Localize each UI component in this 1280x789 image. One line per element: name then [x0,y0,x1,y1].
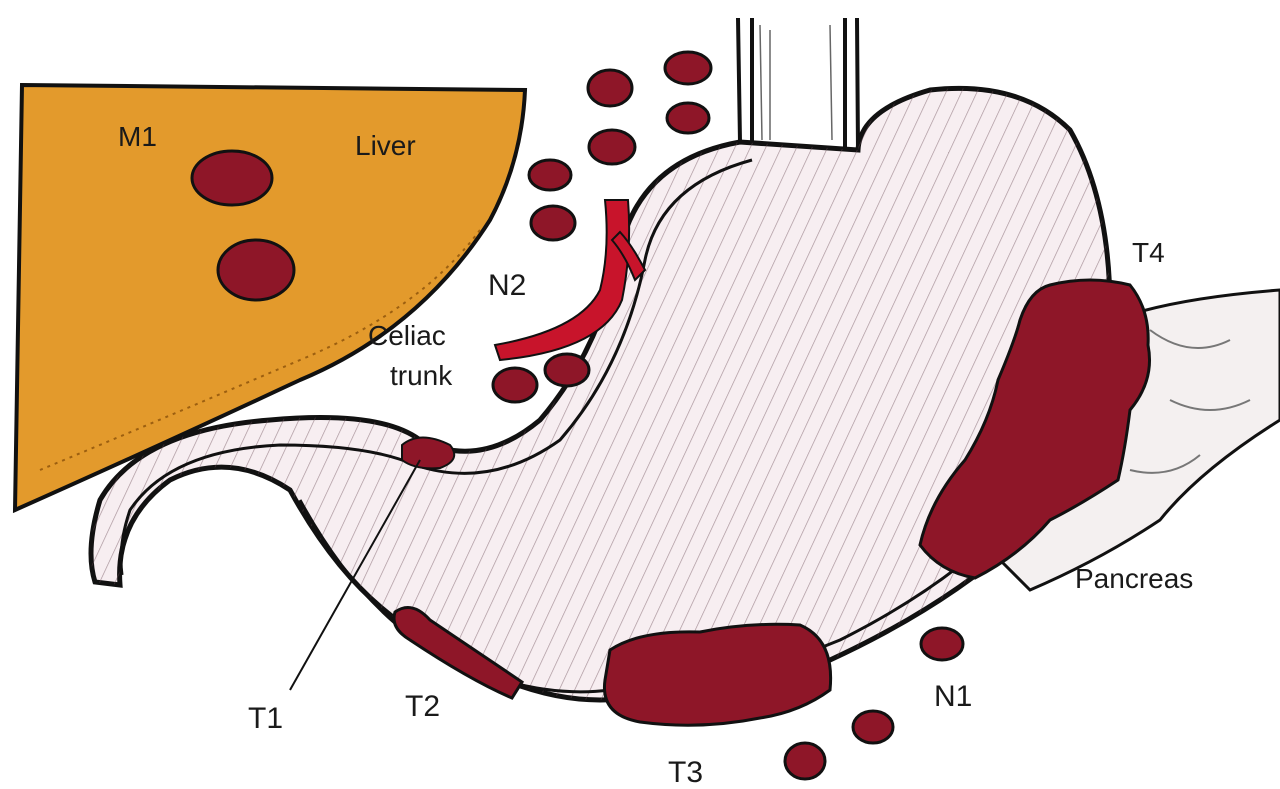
label-t1: T1 [248,702,283,735]
label-m1: M1 [118,121,157,152]
label-t4: T4 [1132,237,1165,268]
label-trunk: trunk [390,360,453,391]
liver-metastasis-m1-upper [192,151,272,205]
tumor-t3 [604,624,830,725]
label-n1: N1 [934,680,972,713]
label-celiac: Celiac [368,320,446,351]
esophagus [738,18,858,150]
liver-metastasis-m1-lower [218,240,294,300]
tumor-t1 [402,438,454,469]
label-t3: T3 [668,756,703,789]
label-t2: T2 [405,690,440,723]
label-liver: Liver [355,130,416,161]
label-pancreas: Pancreas [1075,563,1193,594]
label-n2: N2 [488,269,526,302]
